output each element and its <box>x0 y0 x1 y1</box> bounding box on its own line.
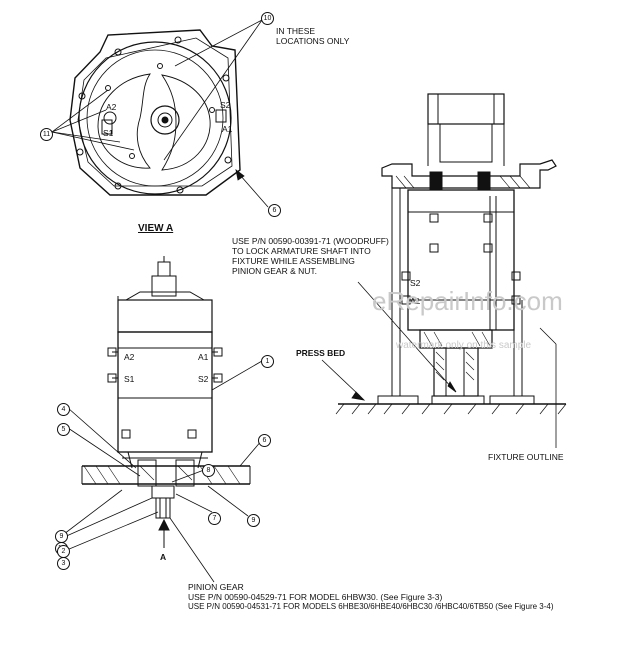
motor-side-leaders <box>61 360 263 583</box>
terminal-a2-top: A2 <box>106 102 117 112</box>
pinion-note-line-2: USE P/N 00590-04529-71 FOR MODEL 6HBW30.… <box>188 592 443 602</box>
press-bed-label: PRESS BED <box>296 348 346 358</box>
note-locations-line-1: IN THESE <box>276 26 316 36</box>
terminal-s2-side: S2 <box>198 374 209 384</box>
motor-side-view <box>81 256 251 548</box>
note-locations-line-2: LOCATIONS ONLY <box>276 36 350 46</box>
woodruff-note-line-3: FIXTURE WHILE ASSEMBLING <box>232 256 355 266</box>
callout-5: 5 <box>57 423 70 436</box>
press-fixture-section <box>335 93 567 415</box>
callout-6-top: 6 <box>268 204 281 217</box>
woodruff-note-line-2: TO LOCK ARMATURE SHAFT INTO <box>232 246 371 256</box>
arrow-a-label: A <box>160 552 167 562</box>
woodruff-note-line-4: PINION GEAR & NUT. <box>232 266 318 276</box>
view-a-leaders <box>51 19 269 208</box>
terminal-s2-fixture: S2 <box>410 278 421 288</box>
callout-8: 8 <box>202 464 215 477</box>
pinion-note-line-3: USE P/N 00590-04531-71 FOR MODELS 6HBE30… <box>188 602 554 611</box>
callout-4: 4 <box>57 403 70 416</box>
press-fixture-leaders <box>321 281 557 448</box>
terminal-s1-top: S1 <box>103 128 114 138</box>
terminal-s2-top: S2 <box>220 100 231 110</box>
callout-3: 3 <box>57 557 70 570</box>
callout-6-side: 6 <box>258 434 271 447</box>
terminal-a1-top: A1 <box>222 124 233 134</box>
watermark-main: eRepairInfo.com <box>372 286 563 316</box>
callout-11: 11 <box>40 128 53 141</box>
callout-9-right: 9 <box>247 514 260 527</box>
callout-1-side: 1 <box>261 355 274 368</box>
callout-7: 7 <box>208 512 221 525</box>
view-a-title: VIEW A <box>138 223 174 234</box>
watermark-sub: watermark only on this sample <box>396 340 532 351</box>
terminal-a1-fixture: A1 <box>410 296 421 306</box>
terminal-a2-side: A2 <box>124 352 135 362</box>
fixture-outline-label: FIXTURE OUTLINE <box>488 452 564 462</box>
pinion-note-line-1: PINION GEAR <box>188 582 244 592</box>
callout-10: 10 <box>261 12 274 25</box>
woodruff-note-line-1: USE P/N 00590-00391-71 (WOODRUFF) <box>232 236 389 246</box>
terminal-a1-side: A1 <box>198 352 209 362</box>
terminal-s1-side: S1 <box>124 374 135 384</box>
view-a-end-plate <box>69 29 241 196</box>
